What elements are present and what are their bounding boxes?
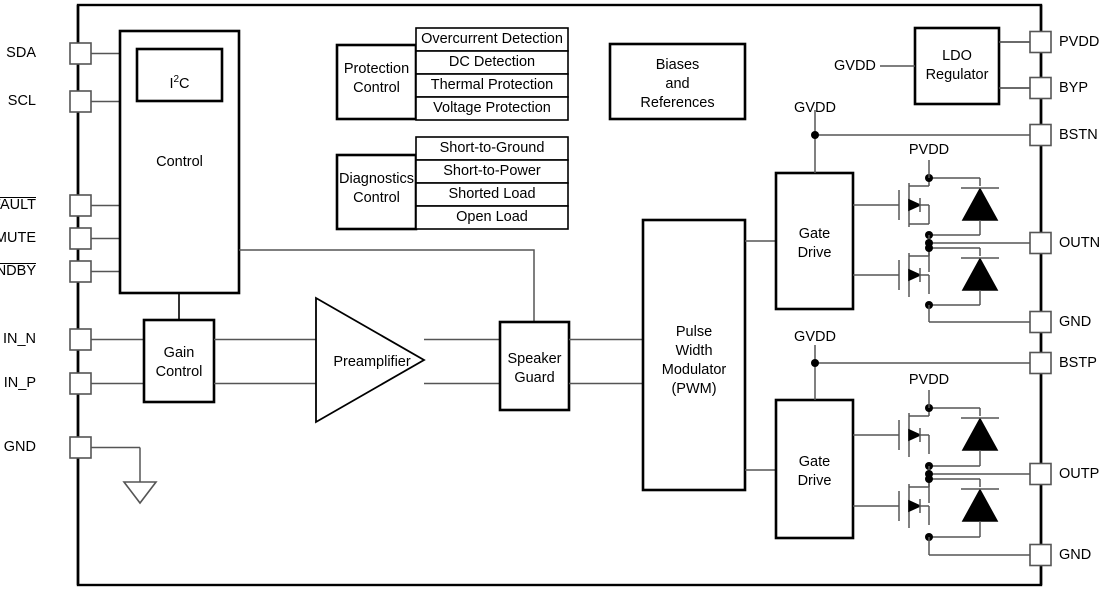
label-preamplifier: Preamplifier — [333, 354, 411, 370]
mosfet-low-side-top — [853, 248, 930, 297]
pin-in-p[interactable] — [69, 372, 144, 395]
label-pwm-line1: Pulse — [675, 324, 713, 340]
mosfet-low-side-bottom — [853, 479, 930, 528]
label-biases-line3: References — [640, 95, 715, 111]
diagnostics-item-label-1: Short-to-Power — [443, 163, 541, 179]
pin-scl[interactable] — [69, 90, 120, 113]
label-diagnostics-line1: Diagnostics — [339, 171, 414, 187]
diagnostics-item-label-0: Short-to-Ground — [439, 140, 545, 156]
junction-dot-sw-bot-lo — [925, 475, 933, 483]
mosfet-high-side-top — [853, 178, 930, 227]
pin-mute[interactable] — [69, 227, 120, 250]
pin-in-n[interactable] — [69, 328, 144, 351]
label-gate-drive-bottom-line2: Drive — [797, 473, 832, 489]
pin-label-gnd-outn: GND — [1059, 314, 1092, 330]
pin-sda[interactable] — [69, 42, 120, 65]
junction-dot-sw-top-lo — [925, 244, 933, 252]
body-diode-low-side-bottom — [929, 478, 999, 538]
pin-bstn[interactable] — [816, 123, 1052, 147]
label-control: Control — [156, 154, 203, 170]
label-gvdd-top: GVDD — [794, 100, 836, 116]
protection-item-label-0: Overcurrent Detection — [421, 31, 563, 47]
label-protection-line1: Protection — [343, 61, 410, 77]
pin-label-in-n: IN_N — [2, 331, 36, 347]
block-speaker-guard[interactable] — [498, 320, 571, 412]
label-speaker-guard-line1: Speaker — [507, 351, 562, 367]
label-diagnostics-line2: Control — [353, 190, 400, 206]
block-diagnostics-control[interactable] — [335, 153, 418, 231]
block-pwm[interactable] — [641, 218, 747, 492]
label-pwm-line4: (PWM) — [671, 381, 717, 397]
pin-label-gnd-outp: GND — [1059, 547, 1092, 563]
pin-label-bstn: BSTN — [1059, 127, 1098, 143]
block-ldo-regulator[interactable] — [913, 26, 1001, 106]
label-pwm-line2: Width — [675, 343, 713, 359]
label-gvdd-bottom: GVDD — [794, 329, 836, 345]
pin-label-mute: MUTE — [0, 230, 36, 246]
label-pvdd-top: PVDD — [908, 142, 950, 158]
label-pvdd-bottom: PVDD — [908, 372, 950, 388]
pin-label-outn: OUTN — [1059, 235, 1100, 251]
pin-bstp[interactable] — [816, 351, 1052, 375]
block-gate-drive-top[interactable] — [774, 171, 855, 311]
protection-item-3[interactable] — [415, 96, 569, 121]
pin-label-in-p: IN_P — [3, 375, 36, 391]
block-protection-control[interactable] — [335, 43, 418, 121]
pin-label-outp: OUTP — [1059, 466, 1100, 482]
diagnostics-item-label-2: Shorted Load — [448, 186, 536, 202]
protection-item-label-2: Thermal Protection — [430, 77, 554, 93]
label-gain-control-line1: Gain — [163, 345, 195, 361]
pin-outp[interactable] — [929, 462, 1052, 486]
label-gvdd-ldo: GVDD — [834, 58, 876, 74]
junction-dot-gvdd-top — [811, 131, 819, 139]
pin-gnd-outp[interactable] — [929, 543, 1052, 567]
pin-label-fault: FAULT — [0, 197, 36, 213]
label-i2c: I2C — [169, 74, 190, 92]
label-biases-line1: Biases — [655, 57, 700, 73]
pin-label-pvdd: PVDD — [1059, 34, 1100, 50]
protection-item-label-1: DC Detection — [448, 54, 536, 70]
label-ldo-line2: Regulator — [925, 67, 989, 83]
label-biases-line2: and — [665, 76, 690, 92]
ground-symbol-icon — [122, 481, 158, 505]
block-gain-control[interactable] — [142, 318, 216, 404]
pin-label-scl: SCL — [7, 93, 36, 109]
diagnostics-item-label-3: Open Load — [456, 209, 528, 225]
label-gate-drive-bottom-line1: Gate — [798, 454, 831, 470]
block-gate-drive-bottom[interactable] — [774, 398, 855, 540]
block-preamplifier[interactable] — [315, 296, 426, 424]
diagnostics-item-3[interactable] — [415, 205, 569, 230]
pin-standby[interactable] — [69, 260, 120, 283]
block-biases-references[interactable] — [608, 42, 747, 121]
pin-gnd-left[interactable] — [69, 436, 141, 482]
junction-dot-gvdd-bot — [811, 359, 819, 367]
pin-fault[interactable] — [69, 194, 120, 217]
label-gate-drive-top-line1: Gate — [798, 226, 831, 242]
pin-gnd-outn[interactable] — [929, 310, 1052, 334]
protection-item-label-3: Voltage Protection — [433, 100, 551, 116]
pin-label-sda: SDA — [6, 45, 36, 61]
label-pwm-line3: Modulator — [661, 362, 727, 378]
body-diode-low-side-top — [929, 247, 999, 306]
mosfet-high-side-bottom — [853, 408, 930, 457]
label-speaker-guard-line2: Guard — [514, 370, 555, 386]
label-ldo-line1: LDO — [942, 48, 972, 64]
pin-label-bstp: BSTP — [1059, 355, 1097, 371]
body-diode-high-side-bottom — [929, 407, 999, 467]
label-gain-control-line2: Control — [155, 364, 203, 380]
label-gate-drive-top-line2: Drive — [797, 245, 832, 261]
pin-label-standby: STANDBY — [0, 263, 36, 279]
pin-outn[interactable] — [929, 231, 1052, 255]
label-protection-line2: Control — [353, 80, 400, 96]
pin-label-gnd-left: GND — [3, 439, 36, 455]
body-diode-high-side-top — [929, 177, 999, 236]
wire-control-to-speakerguard — [239, 249, 535, 322]
pin-label-byp: BYP — [1059, 80, 1089, 96]
block-i2c[interactable] — [135, 47, 224, 103]
